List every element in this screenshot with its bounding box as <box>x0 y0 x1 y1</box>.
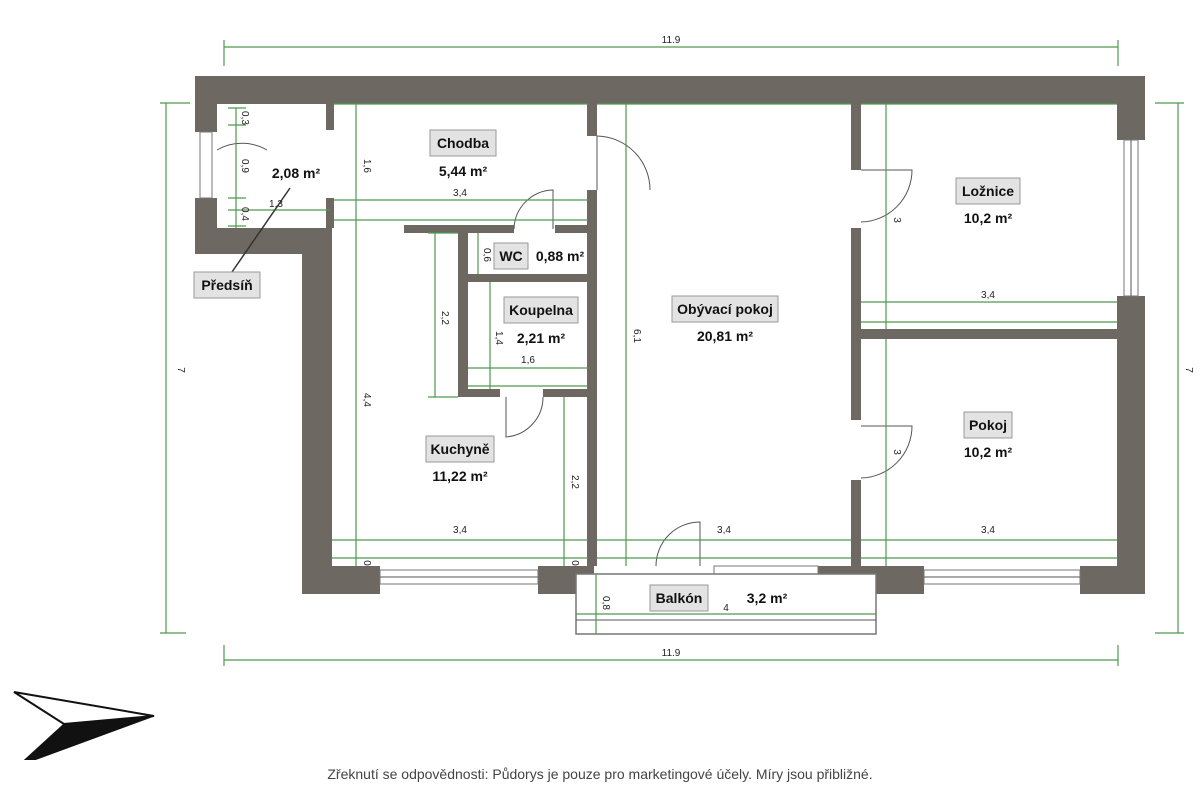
dim-hall-w: 3,4 <box>453 188 467 199</box>
dim-zero-b: 0 <box>569 560 580 566</box>
dim-bath-h: 1,4 <box>493 331 504 345</box>
interior-dimensions: 0,3 0,9 0,4 1,3 1,6 3,4 0,6 2,2 1,4 1,6 … <box>228 103 1117 634</box>
balcony <box>575 573 877 635</box>
room-kuchyne-area: 11,22 m² <box>432 468 488 484</box>
dim-bath-outer-h: 2,2 <box>439 311 450 325</box>
room-wc-area: 0,88 m² <box>536 248 585 264</box>
dim-left-height: 7 <box>175 367 186 373</box>
dim-kitchen-small-h: 2,2 <box>569 475 580 489</box>
room-wc-name: WC <box>499 248 522 264</box>
dim-bedroom-w: 3,4 <box>981 290 995 301</box>
room-obyvaci-name: Obývací pokoj <box>677 301 773 317</box>
room-predsin-area: 2,08 m² <box>272 165 321 181</box>
dim-bed-door: 3 <box>891 217 902 223</box>
dim-entry-c: 0,4 <box>239 207 250 221</box>
windows <box>199 131 1139 585</box>
north-arrow-icon <box>13 691 155 760</box>
dim-living-w: 3,4 <box>717 525 731 536</box>
dim-kitchen-w: 3,4 <box>453 525 467 536</box>
dim-bath-w: 1,6 <box>521 355 535 366</box>
room-kuchyne-name: Kuchyně <box>430 441 489 457</box>
dim-room-w: 3,4 <box>981 525 995 536</box>
room-balkon-name: Balkón <box>656 590 703 606</box>
room-predsin-name: Předsíň <box>201 277 252 293</box>
floor-plan: 11.9 11.9 7 7 <box>13 35 1194 760</box>
dim-kitchen-h: 4,4 <box>361 393 372 407</box>
room-labels: Chodba 5,44 m² 2,08 m² Předsíň WC 0,88 m… <box>193 129 1021 612</box>
room-pokoj-name: Pokoj <box>969 417 1007 433</box>
dim-entry-w: 1,3 <box>269 199 283 210</box>
room-koupelna-name: Koupelna <box>509 302 573 318</box>
doors <box>216 135 913 567</box>
dim-wc-h: 0,6 <box>481 248 492 262</box>
dim-entry-a: 0,3 <box>239 111 250 125</box>
room-chodba-area: 5,44 m² <box>439 163 488 179</box>
overall-dimensions: 11.9 11.9 7 7 <box>160 35 1194 666</box>
room-loznice-area: 10,2 m² <box>964 210 1013 226</box>
dim-bottom-width: 11.9 <box>662 648 681 659</box>
dim-entry-b: 0,9 <box>239 159 250 173</box>
dim-living-h: 6,1 <box>631 329 642 343</box>
walls <box>195 76 1145 594</box>
dim-top-width: 11.9 <box>662 35 681 46</box>
dim-hall-h: 1,6 <box>361 159 372 173</box>
dim-right-height: 7 <box>1183 367 1194 373</box>
room-koupelna-area: 2,21 m² <box>517 330 566 346</box>
room-loznice-name: Ložnice <box>962 183 1014 199</box>
room-balkon-area: 3,2 m² <box>747 590 788 606</box>
dim-zero-a: 0 <box>361 560 372 566</box>
dim-balcony-h: 0,8 <box>600 596 611 610</box>
room-pokoj-area: 10,2 m² <box>964 444 1013 460</box>
room-obyvaci-area: 20,81 m² <box>697 328 753 344</box>
disclaimer-text: Zřeknutí se odpovědnosti: Půdorys je pou… <box>327 766 873 782</box>
room-chodba-name: Chodba <box>437 135 489 151</box>
dim-room-door: 3 <box>891 449 902 455</box>
dim-balcony-w: 4 <box>723 603 729 614</box>
